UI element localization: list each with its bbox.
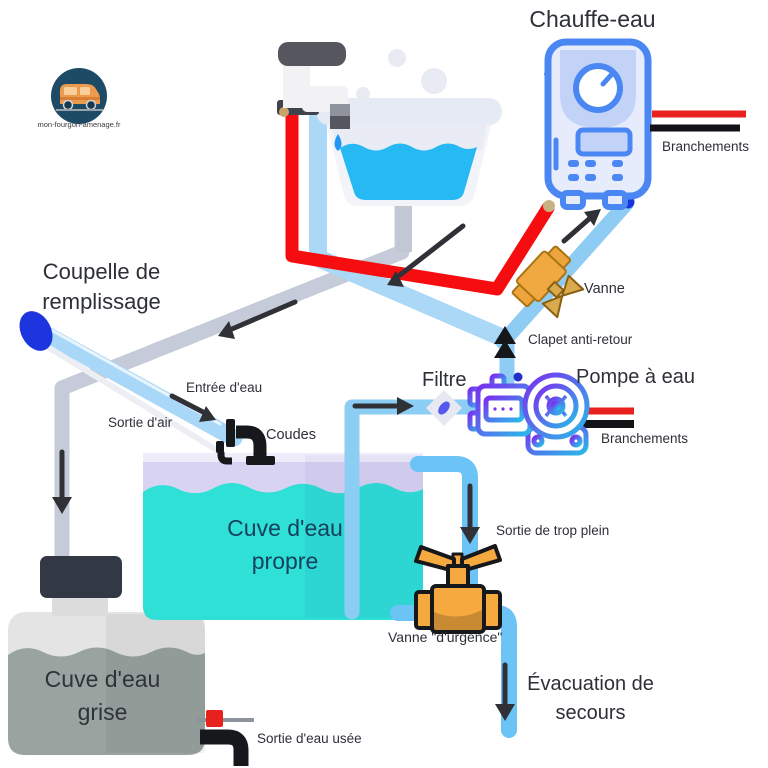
check-valve-icon bbox=[494, 326, 516, 358]
heater-wires-icon bbox=[650, 110, 746, 132]
valve-label: Vanne bbox=[584, 281, 625, 297]
pump-wires-label: Branchements bbox=[601, 431, 689, 446]
water-pump-icon bbox=[467, 372, 634, 456]
check-valve-label: Clapet anti-retour bbox=[528, 332, 633, 347]
elbows-label: Coudes bbox=[266, 427, 316, 443]
waste-outlet-faucet-icon bbox=[197, 710, 254, 766]
air-vent-pipe bbox=[43, 343, 223, 455]
air-outlet-label: Sortie d'air bbox=[108, 415, 173, 430]
clean-tank-label: Cuve d'eau propre bbox=[227, 515, 343, 575]
faucet-icon bbox=[277, 42, 350, 151]
emergency-drain-label: Évacuation de secours bbox=[527, 673, 654, 724]
water-heater-icon bbox=[544, 38, 652, 210]
sink bbox=[316, 49, 502, 252]
bubble-icon bbox=[421, 68, 447, 94]
filling-cup-opening bbox=[19, 311, 53, 351]
filter-label: Filtre bbox=[422, 369, 467, 391]
hot-water-pipe bbox=[285, 101, 555, 296]
heater-wires-label: Branchements bbox=[662, 139, 750, 154]
grey-water-tank bbox=[8, 556, 205, 755]
bubble-icon bbox=[356, 87, 370, 101]
bubble-icon bbox=[388, 49, 406, 67]
waste-outlet-label: Sortie d'eau usée bbox=[257, 731, 362, 746]
heater-title: Chauffe-eau bbox=[529, 6, 656, 32]
valve-icon bbox=[511, 245, 585, 319]
emergency-valve-icon bbox=[414, 544, 502, 634]
water-drop-icon bbox=[334, 134, 342, 151]
elbow-pipes-icon bbox=[216, 419, 275, 465]
site-url-label: mon-fourgon-amenage.fr bbox=[37, 120, 121, 129]
pump-label: Pompe à eau bbox=[576, 366, 695, 388]
emergency-valve-label: Vanne "d'urgence" bbox=[388, 629, 503, 645]
flow-arrows bbox=[52, 209, 601, 721]
water-inlet-label: Entrée d'eau bbox=[186, 380, 263, 395]
grey-tank-label: Cuve d'eau grise bbox=[44, 666, 161, 726]
filter-icon bbox=[426, 390, 462, 426]
filling-cup-label: Coupelle de remplissage bbox=[42, 259, 161, 314]
site-logo bbox=[51, 68, 107, 124]
overflow-label: Sortie de trop plein bbox=[496, 523, 610, 538]
